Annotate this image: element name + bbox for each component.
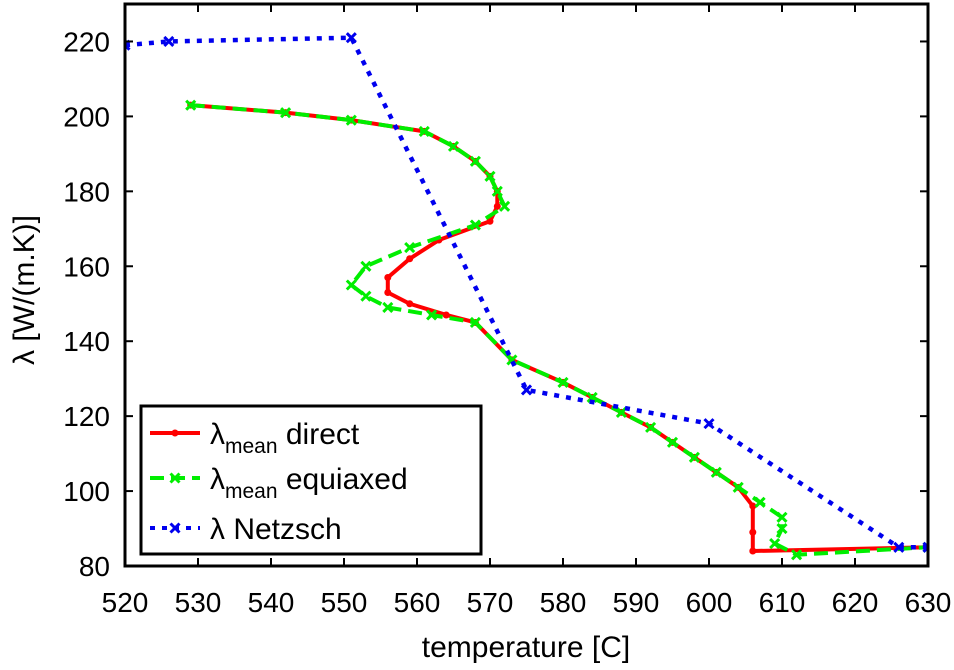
y-tick-label: 180 <box>63 176 110 207</box>
y-axis: 80 100 120 140 160 180 200 220 <box>63 26 928 582</box>
data-point-Netzsch <box>163 35 175 48</box>
x-tick-label: 580 <box>540 587 587 618</box>
x-tick-label: 560 <box>394 587 441 618</box>
data-point-equiaxed <box>280 107 292 119</box>
data-point-equiaxed <box>732 481 744 493</box>
data-point-equiaxed <box>557 376 569 388</box>
x-tick-label: 590 <box>613 587 660 618</box>
data-point-equiaxed <box>404 241 416 254</box>
data-point-equiaxed <box>345 279 357 291</box>
x-axis-label: temperature [C] <box>422 631 630 664</box>
plot-area-frame <box>123 2 930 568</box>
x-tick-label: 570 <box>467 587 514 618</box>
legend-entry-equiaxed: λmean equiaxed <box>150 463 408 503</box>
data-point-equiaxed <box>499 200 511 212</box>
legend-marker <box>171 429 179 437</box>
y-tick-label: 120 <box>63 401 110 432</box>
data-point-Netzsch <box>703 418 715 430</box>
x-tick-label: 540 <box>248 587 295 618</box>
x-tick-label: 550 <box>321 587 368 618</box>
x-tick-label: 600 <box>686 587 733 618</box>
data-point-equiaxed <box>776 511 788 523</box>
data-point-equiaxed <box>469 219 481 231</box>
legend-symbol: λ <box>210 418 225 451</box>
data-point-equiaxed <box>469 155 481 167</box>
data-point-equiaxed <box>185 99 197 111</box>
data-point-Netzsch <box>345 32 357 44</box>
series-equiaxed <box>185 99 928 561</box>
data-point-equiaxed <box>688 451 700 463</box>
data-point-equiaxed <box>447 140 460 152</box>
legend-name: direct <box>278 418 360 451</box>
legend-entry-Netzsch: λ Netzsch <box>150 513 342 546</box>
data-point-equiaxed <box>586 391 598 403</box>
legend-marker <box>169 472 181 484</box>
data-point-direct <box>384 288 392 296</box>
data-point-direct <box>493 202 501 210</box>
data-point-equiaxed <box>776 522 788 535</box>
data-point-direct <box>406 255 414 263</box>
data-point-equiaxed <box>791 549 803 561</box>
x-tick-label: 610 <box>759 587 806 618</box>
data-point-equiaxed <box>491 185 503 197</box>
x-tick-label: 530 <box>175 587 222 618</box>
data-point-equiaxed <box>418 125 430 137</box>
data-point-direct <box>442 311 450 319</box>
y-tick-label: 100 <box>63 476 110 507</box>
legend-label: λ Netzsch <box>210 513 342 546</box>
legend-subscript: mean <box>225 435 278 458</box>
data-point-equiaxed <box>754 496 766 508</box>
y-tick-label: 140 <box>63 326 110 357</box>
y-tick-label: 160 <box>63 251 110 282</box>
data-point-equiaxed <box>484 170 496 182</box>
data-point-equiaxed <box>382 301 394 314</box>
legend-symbol: λ <box>210 513 225 546</box>
x-axis: 520 530 540 550 560 570 580 590 600 610 620 630 <box>102 4 952 618</box>
data-point-Netzsch <box>520 384 533 396</box>
legend-label: λmean direct <box>210 418 360 458</box>
data-point-direct <box>486 217 494 225</box>
legend-entry-direct: λmean direct <box>150 418 360 458</box>
data-point-equiaxed <box>360 260 372 272</box>
x-tick-label: 520 <box>102 587 149 618</box>
legend-subscript: mean <box>225 480 278 503</box>
x-tick-label: 620 <box>832 587 879 618</box>
y-tick-label: 220 <box>63 26 110 57</box>
legend-name: equiaxed <box>278 463 408 496</box>
data-point-equiaxed <box>426 309 438 321</box>
data-point-Netzsch <box>893 541 905 553</box>
data-point-direct <box>749 528 757 536</box>
data-point-direct <box>406 300 414 308</box>
x-tick-label: 630 <box>905 587 952 618</box>
y-axis-label: λ [W/(m.K)] <box>8 215 41 365</box>
legend-symbol: λ <box>210 463 225 496</box>
legend-name: Netzsch <box>225 513 342 546</box>
data-point-equiaxed <box>469 316 481 329</box>
legend-label: λmean equiaxed <box>210 463 408 503</box>
data-point-equiaxed <box>360 290 372 302</box>
y-tick-label: 80 <box>79 551 110 582</box>
series-layer <box>125 32 928 561</box>
data-point-Netzsch <box>922 541 928 553</box>
y-tick-label: 200 <box>63 101 110 132</box>
legend-marker <box>169 522 181 534</box>
data-point-equiaxed <box>345 114 357 126</box>
data-point-equiaxed <box>769 537 781 550</box>
data-point-equiaxed <box>710 466 722 478</box>
data-point-direct <box>749 502 757 510</box>
data-point-equiaxed <box>615 406 627 418</box>
data-point-direct <box>384 274 392 282</box>
data-point-direct <box>749 547 757 555</box>
data-point-equiaxed <box>666 436 679 448</box>
data-point-equiaxed <box>645 421 657 433</box>
